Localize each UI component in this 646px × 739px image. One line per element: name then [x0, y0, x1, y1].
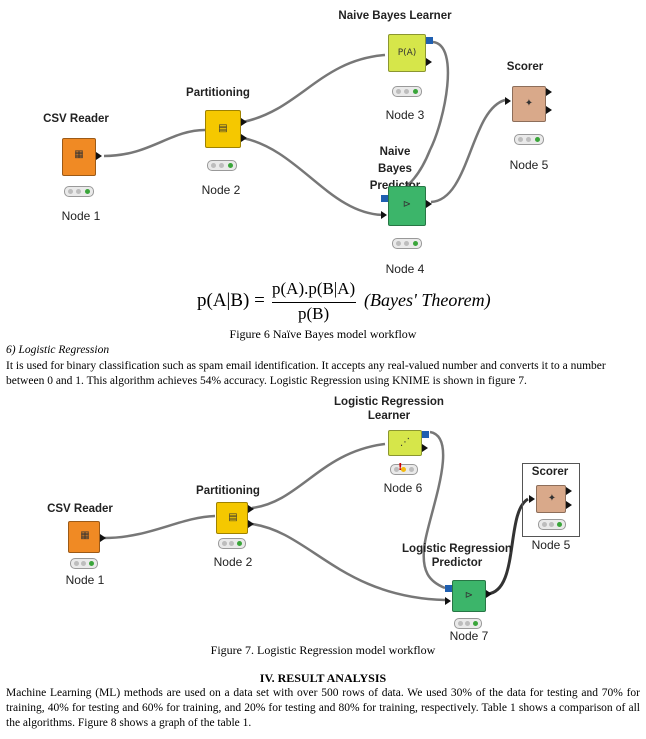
section-6-text: It is used for binary classification suc… [6, 360, 606, 387]
input-port [529, 495, 535, 503]
figure-6-caption: Figure 6 Naïve Bayes model workflow [229, 327, 417, 341]
input-port [381, 211, 387, 219]
probability-icon: P(A) [397, 48, 417, 58]
scorer-icon: ✦ [524, 98, 534, 109]
formula-lhs: p(A|B) = [197, 290, 265, 311]
output-port [96, 152, 102, 160]
input-port [445, 597, 451, 605]
output-port [426, 200, 432, 208]
learner-label: Logistic Regression Learner [334, 396, 444, 422]
learner-label: Naive Bayes Learner [338, 10, 452, 22]
output-port [248, 505, 254, 513]
status-lights [64, 186, 94, 197]
figure-7-workflow: CSV Reader ▦ Node 1 Partitioning ▤ Node … [0, 392, 646, 643]
partitioning-label: Partitioning [186, 87, 250, 99]
naive-bayes-learner-node[interactable]: P(A) [388, 34, 426, 72]
section-4-heading: IV. RESULT ANALYSIS [259, 671, 387, 685]
table-icon: ▦ [80, 530, 90, 541]
status-lights [538, 519, 566, 530]
partitioning-node[interactable]: ▤ [216, 502, 248, 534]
section-4-text: Machine Learning (ML) methods are used o… [6, 687, 640, 729]
node-id: Node 3 [385, 108, 425, 122]
status-lights [454, 618, 482, 629]
node-id: Node 1 [65, 573, 105, 587]
model-port [426, 37, 433, 44]
node-id: Node 5 [531, 538, 571, 552]
status-lights [392, 86, 422, 97]
output-port [422, 444, 428, 452]
warning-icon: ! [398, 462, 403, 473]
figure-6-workflow: CSV Reader ▦ Node 1 Partitioning ▤ Node … [0, 0, 646, 330]
node-id: Node 5 [509, 158, 549, 172]
output-port [546, 88, 552, 96]
model-port [422, 431, 429, 438]
logistic-regression-learner-node[interactable]: ⋰ [388, 430, 422, 456]
predictor-icon: ⊳ [402, 199, 412, 210]
output-port [100, 534, 106, 542]
model-port [381, 195, 388, 202]
figure-7-connections [103, 430, 529, 602]
logistic-regression-predictor-node[interactable]: ⊳ [452, 580, 486, 612]
output-port [426, 58, 432, 66]
scorer-node[interactable]: ✦ [512, 86, 546, 122]
partitioning-label: Partitioning [196, 485, 260, 497]
status-lights [207, 160, 237, 171]
status-lights [392, 238, 422, 249]
partitioning-node[interactable]: ▤ [205, 110, 241, 148]
regression-icon: ⋰ [400, 437, 410, 448]
csv-reader-node[interactable]: ▦ [68, 521, 100, 553]
scorer-label: Scorer [506, 61, 544, 73]
fraction-bar [272, 302, 356, 303]
csv-reader-label: CSV Reader [47, 503, 113, 515]
output-port [566, 501, 572, 509]
figure-7-caption: Figure 7. Logistic Regression model work… [210, 643, 436, 657]
scorer-icon: ✦ [547, 493, 557, 504]
formula-note: (Bayes' Theorem) [364, 290, 491, 310]
output-port [248, 520, 254, 528]
status-lights [390, 464, 418, 475]
status-lights [514, 134, 544, 145]
csv-reader-label: CSV Reader [43, 113, 109, 125]
output-port [566, 487, 572, 495]
partition-icon: ▤ [228, 512, 238, 523]
table-icon: ▦ [74, 149, 84, 160]
formula-denominator: p(B) [298, 304, 330, 323]
section-6-title: 6) Logistic Regression [6, 344, 110, 356]
partition-icon: ▤ [218, 123, 228, 134]
input-port [505, 97, 511, 105]
scorer-node[interactable]: ✦ [536, 485, 566, 513]
output-port [241, 134, 247, 142]
node-id: Node 4 [385, 262, 425, 276]
output-port [241, 118, 247, 126]
node-id: Node 1 [61, 209, 101, 223]
status-lights [70, 558, 98, 569]
node-id: Node 7 [449, 629, 489, 643]
predictor-label: Logistic Regression Predictor [402, 543, 512, 569]
naive-bayes-predictor-node[interactable]: ⊳ [388, 186, 426, 226]
figure-6-connections [103, 40, 506, 217]
node-id: Node 6 [383, 481, 423, 495]
status-lights [218, 538, 246, 549]
node-id: Node 2 [201, 183, 241, 197]
formula-numerator: p(A).p(B|A) [272, 279, 356, 298]
model-port [445, 585, 452, 592]
scorer-selection-box [522, 463, 580, 537]
scorer-label: Scorer [531, 466, 569, 478]
node-id: Node 2 [213, 555, 253, 569]
predictor-icon: ⊳ [464, 590, 474, 601]
output-port [546, 106, 552, 114]
output-port [486, 590, 492, 598]
csv-reader-node[interactable]: ▦ [62, 138, 96, 176]
